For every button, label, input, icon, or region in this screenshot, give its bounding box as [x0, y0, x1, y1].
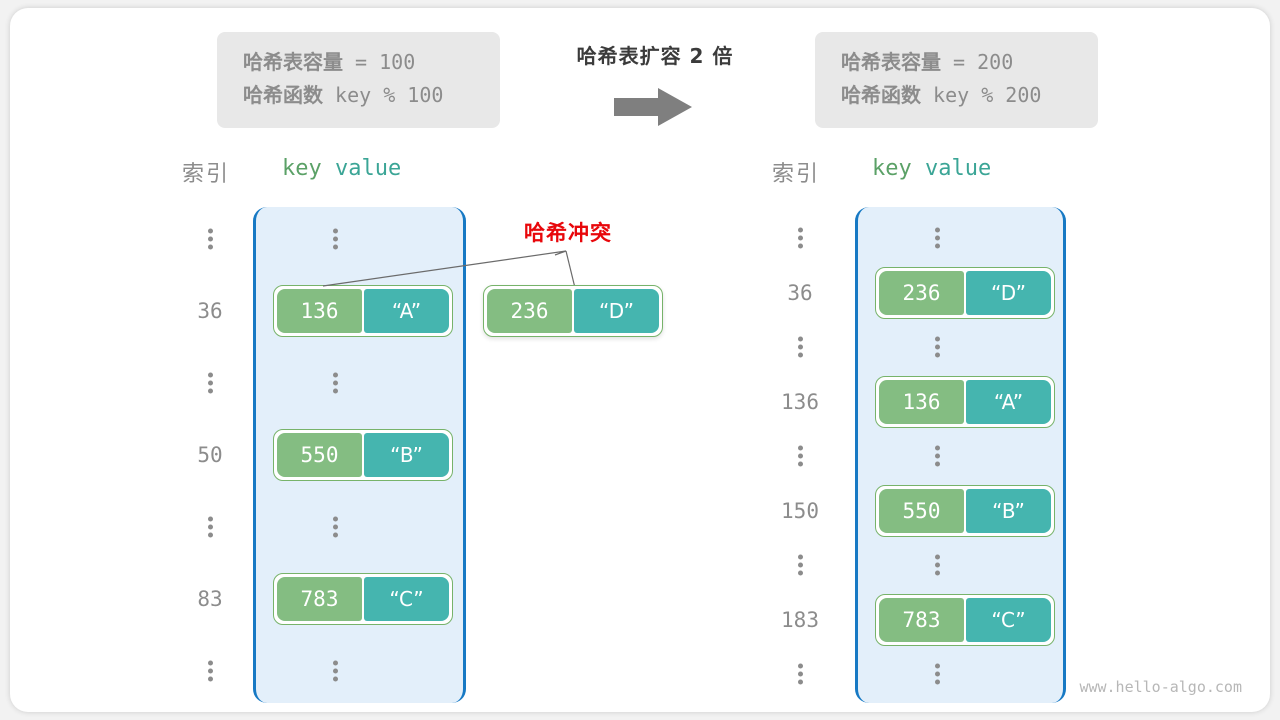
capacity-value-before: = 100 — [355, 50, 416, 74]
pair-value: “C” — [364, 577, 449, 621]
hash-table-config-after: 哈希表容量 = 200 哈希函数 key % 200 — [815, 32, 1098, 128]
diagram-card: 哈希表容量 = 100 哈希函数 key % 100 哈希表扩容 2 倍 哈希表… — [10, 8, 1270, 712]
key-column-header-right: key — [872, 156, 912, 181]
ellipsis-dots-icon — [770, 225, 830, 252]
pair-key: 783 — [277, 577, 362, 621]
hash-fn-value-after: key % 200 — [933, 83, 1042, 107]
collision-label: 哈希冲突 — [524, 221, 612, 245]
ellipsis-dots-icon — [907, 552, 967, 579]
right-arrow-icon — [614, 88, 692, 126]
ellipsis-dots-icon — [180, 514, 240, 541]
value-column-header-right: value — [925, 156, 992, 181]
pair-value: “A” — [966, 379, 1051, 424]
kv-pair: 550“B” — [273, 429, 453, 481]
index-label: 183 — [781, 607, 819, 632]
kv-pair: 136“A” — [875, 375, 1055, 428]
pair-value: “B” — [364, 433, 449, 477]
index-label: 36 — [197, 299, 223, 323]
kv-pair: 136“A” — [273, 285, 453, 337]
ellipsis-dots-icon — [770, 552, 830, 579]
index-label: 136 — [781, 389, 819, 414]
ellipsis-dots-icon — [770, 334, 830, 361]
pair-key: 136 — [879, 379, 964, 424]
collision-value: “D” — [574, 289, 659, 333]
capacity-value-after: = 200 — [953, 50, 1014, 74]
key-column-header-left: key — [282, 156, 322, 181]
ellipsis-dots-icon — [305, 514, 365, 541]
index-label: 50 — [197, 443, 223, 467]
ellipsis-dots-icon — [180, 658, 240, 685]
ellipsis-dots-icon — [305, 226, 365, 253]
hash-fn-line-before: 哈希函数 key % 100 — [243, 79, 474, 112]
value-column-header-left: value — [335, 156, 402, 181]
ellipsis-dots-icon — [907, 661, 967, 688]
watermark: www.hello-algo.com — [1079, 678, 1242, 696]
pair-value: “C” — [966, 597, 1051, 642]
index-column-header-right: 索引 — [772, 162, 821, 187]
kv-column-header-left: key value — [282, 156, 401, 181]
pair-key: 136 — [277, 289, 362, 333]
index-label: 150 — [781, 498, 819, 523]
ellipsis-dots-icon — [180, 370, 240, 397]
index-label: 83 — [197, 587, 223, 611]
hash-fn-value-before: key % 100 — [335, 83, 444, 107]
index-column-header-left: 索引 — [182, 162, 231, 187]
pair-key: 550 — [879, 488, 964, 533]
kv-pair: 783“C” — [273, 573, 453, 625]
hash-fn-label-before: 哈希函数 — [243, 83, 323, 107]
ellipsis-dots-icon — [305, 658, 365, 685]
capacity-label-after: 哈希表容量 — [841, 50, 941, 74]
index-label: 36 — [787, 280, 813, 305]
pair-key: 783 — [879, 597, 964, 642]
hash-fn-label-after: 哈希函数 — [841, 83, 921, 107]
ellipsis-dots-icon — [907, 334, 967, 361]
pair-value: “B” — [966, 488, 1051, 533]
ellipsis-dots-icon — [305, 370, 365, 397]
kv-pair: 550“B” — [875, 484, 1055, 537]
collision-key: 236 — [487, 289, 572, 333]
ellipsis-dots-icon — [180, 226, 240, 253]
kv-column-header-right: key value — [872, 156, 991, 181]
hash-table-config-before: 哈希表容量 = 100 哈希函数 key % 100 — [217, 32, 500, 128]
pair-key: 550 — [277, 433, 362, 477]
capacity-line-before: 哈希表容量 = 100 — [243, 46, 474, 79]
collision-kv-pair: 236 “D” — [483, 285, 663, 337]
ellipsis-dots-icon — [770, 661, 830, 688]
pair-value: “D” — [966, 270, 1051, 315]
pair-key: 236 — [879, 270, 964, 315]
ellipsis-dots-icon — [770, 443, 830, 470]
capacity-line-after: 哈希表容量 = 200 — [841, 46, 1072, 79]
capacity-label-before: 哈希表容量 — [243, 50, 343, 74]
transform-title: 哈希表扩容 2 倍 — [576, 44, 734, 68]
kv-pair: 783“C” — [875, 593, 1055, 646]
ellipsis-dots-icon — [907, 225, 967, 252]
hash-fn-line-after: 哈希函数 key % 200 — [841, 79, 1072, 112]
pair-value: “A” — [364, 289, 449, 333]
ellipsis-dots-icon — [907, 443, 967, 470]
kv-pair: 236“D” — [875, 266, 1055, 319]
